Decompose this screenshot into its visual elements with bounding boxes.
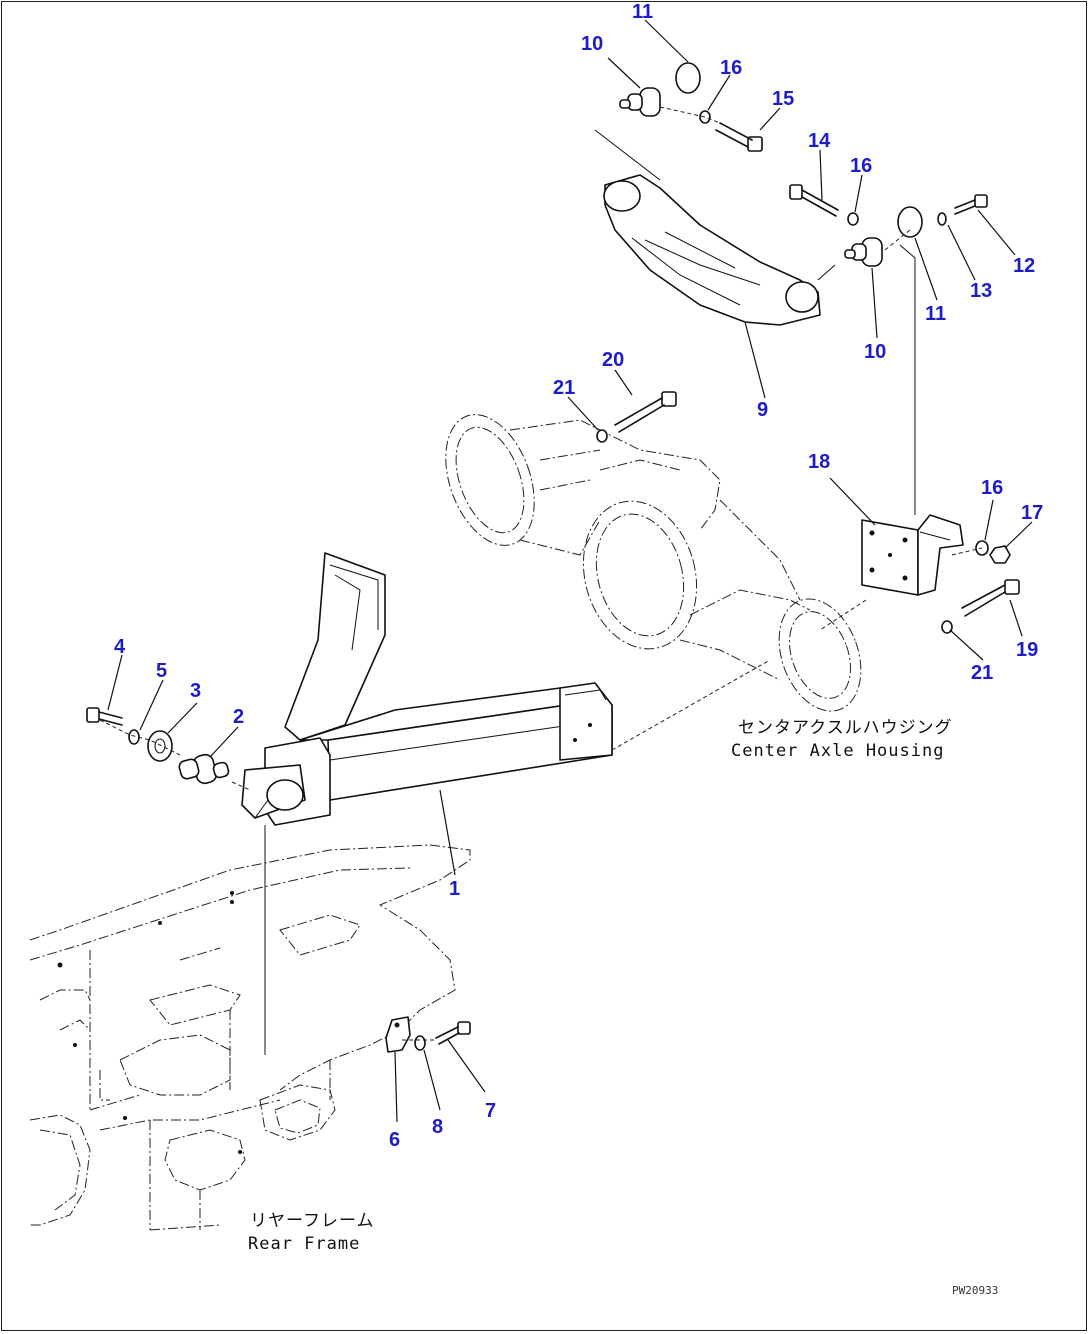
part-3-plate [147, 730, 173, 762]
label-part-21-top: 21 [553, 377, 575, 399]
label-part-5: 5 [156, 660, 167, 682]
label-part-14: 14 [808, 130, 831, 152]
label-part-17: 17 [1021, 502, 1043, 524]
label-part-7: 7 [485, 1100, 496, 1122]
part-18-bracket [861, 514, 964, 596]
part-2-bushing [178, 753, 230, 785]
label-part-21-right: 21 [971, 662, 993, 684]
part-11-plate-upper [675, 62, 701, 94]
part-20-bolt [614, 391, 677, 433]
part-7-bolt [435, 1021, 471, 1045]
part-12-bolt [954, 194, 988, 215]
label-part-1: 1 [449, 878, 460, 900]
caption-rear-frame-en: Rear Frame [248, 1234, 360, 1254]
part-11-plate-lower [897, 206, 923, 238]
part-10-bushing-lower [844, 237, 883, 267]
part-16-washer-a [699, 110, 711, 124]
part-10-bushing-upper [619, 87, 661, 117]
rear-frame-drawing [29, 844, 471, 1231]
part-21-washer-b [941, 620, 953, 634]
part-5-washer [128, 729, 140, 745]
part-9-upper-arm [603, 174, 821, 326]
label-part-4: 4 [114, 636, 126, 658]
part-labels: 11 10 16 15 14 16 12 13 11 10 9 20 21 18… [114, 1, 1043, 1151]
part-1-bracket [241, 552, 613, 826]
label-part-12: 12 [1013, 255, 1035, 277]
label-part-19: 19 [1016, 639, 1038, 661]
part-16-washer-b [847, 212, 859, 226]
assembly-lines [99, 106, 983, 1055]
label-part-16-top: 16 [720, 57, 742, 79]
label-part-18: 18 [808, 451, 830, 473]
part-15-bolt [715, 122, 763, 152]
part-17-nut [989, 545, 1011, 564]
label-part-2: 2 [233, 706, 244, 728]
label-part-9: 9 [757, 399, 768, 421]
part-14-bolt [789, 184, 839, 217]
part-21-washer-a [596, 429, 608, 443]
label-part-15: 15 [772, 88, 794, 110]
label-part-16-right: 16 [981, 477, 1003, 499]
center-axle-housing-drawing [445, 414, 862, 712]
label-part-8: 8 [432, 1116, 443, 1138]
leader-lines [107, 19, 1033, 1123]
label-part-20: 20 [602, 349, 624, 371]
caption-center-axle-jp: センタアクスルハウジング [738, 718, 953, 738]
label-part-3: 3 [190, 680, 201, 702]
label-part-16-mid: 16 [850, 155, 872, 177]
label-part-6: 6 [389, 1129, 400, 1151]
part-13-washer [937, 212, 947, 226]
caption-rear-frame-jp: リヤーフレーム [250, 1211, 374, 1231]
label-part-10-mid: 10 [864, 341, 886, 363]
label-part-10-top: 10 [581, 33, 603, 55]
part-8-washer [414, 1035, 426, 1051]
label-part-13: 13 [970, 280, 992, 302]
part-6-clip [385, 1016, 411, 1053]
part-4-bolt [86, 707, 123, 726]
label-part-11-top: 11 [632, 1, 653, 23]
caption-center-axle-en: Center Axle Housing [731, 741, 944, 761]
drawing-id: PW20933 [952, 1284, 998, 1297]
label-part-11-mid: 11 [925, 303, 946, 325]
part-19-bolt [961, 579, 1020, 617]
